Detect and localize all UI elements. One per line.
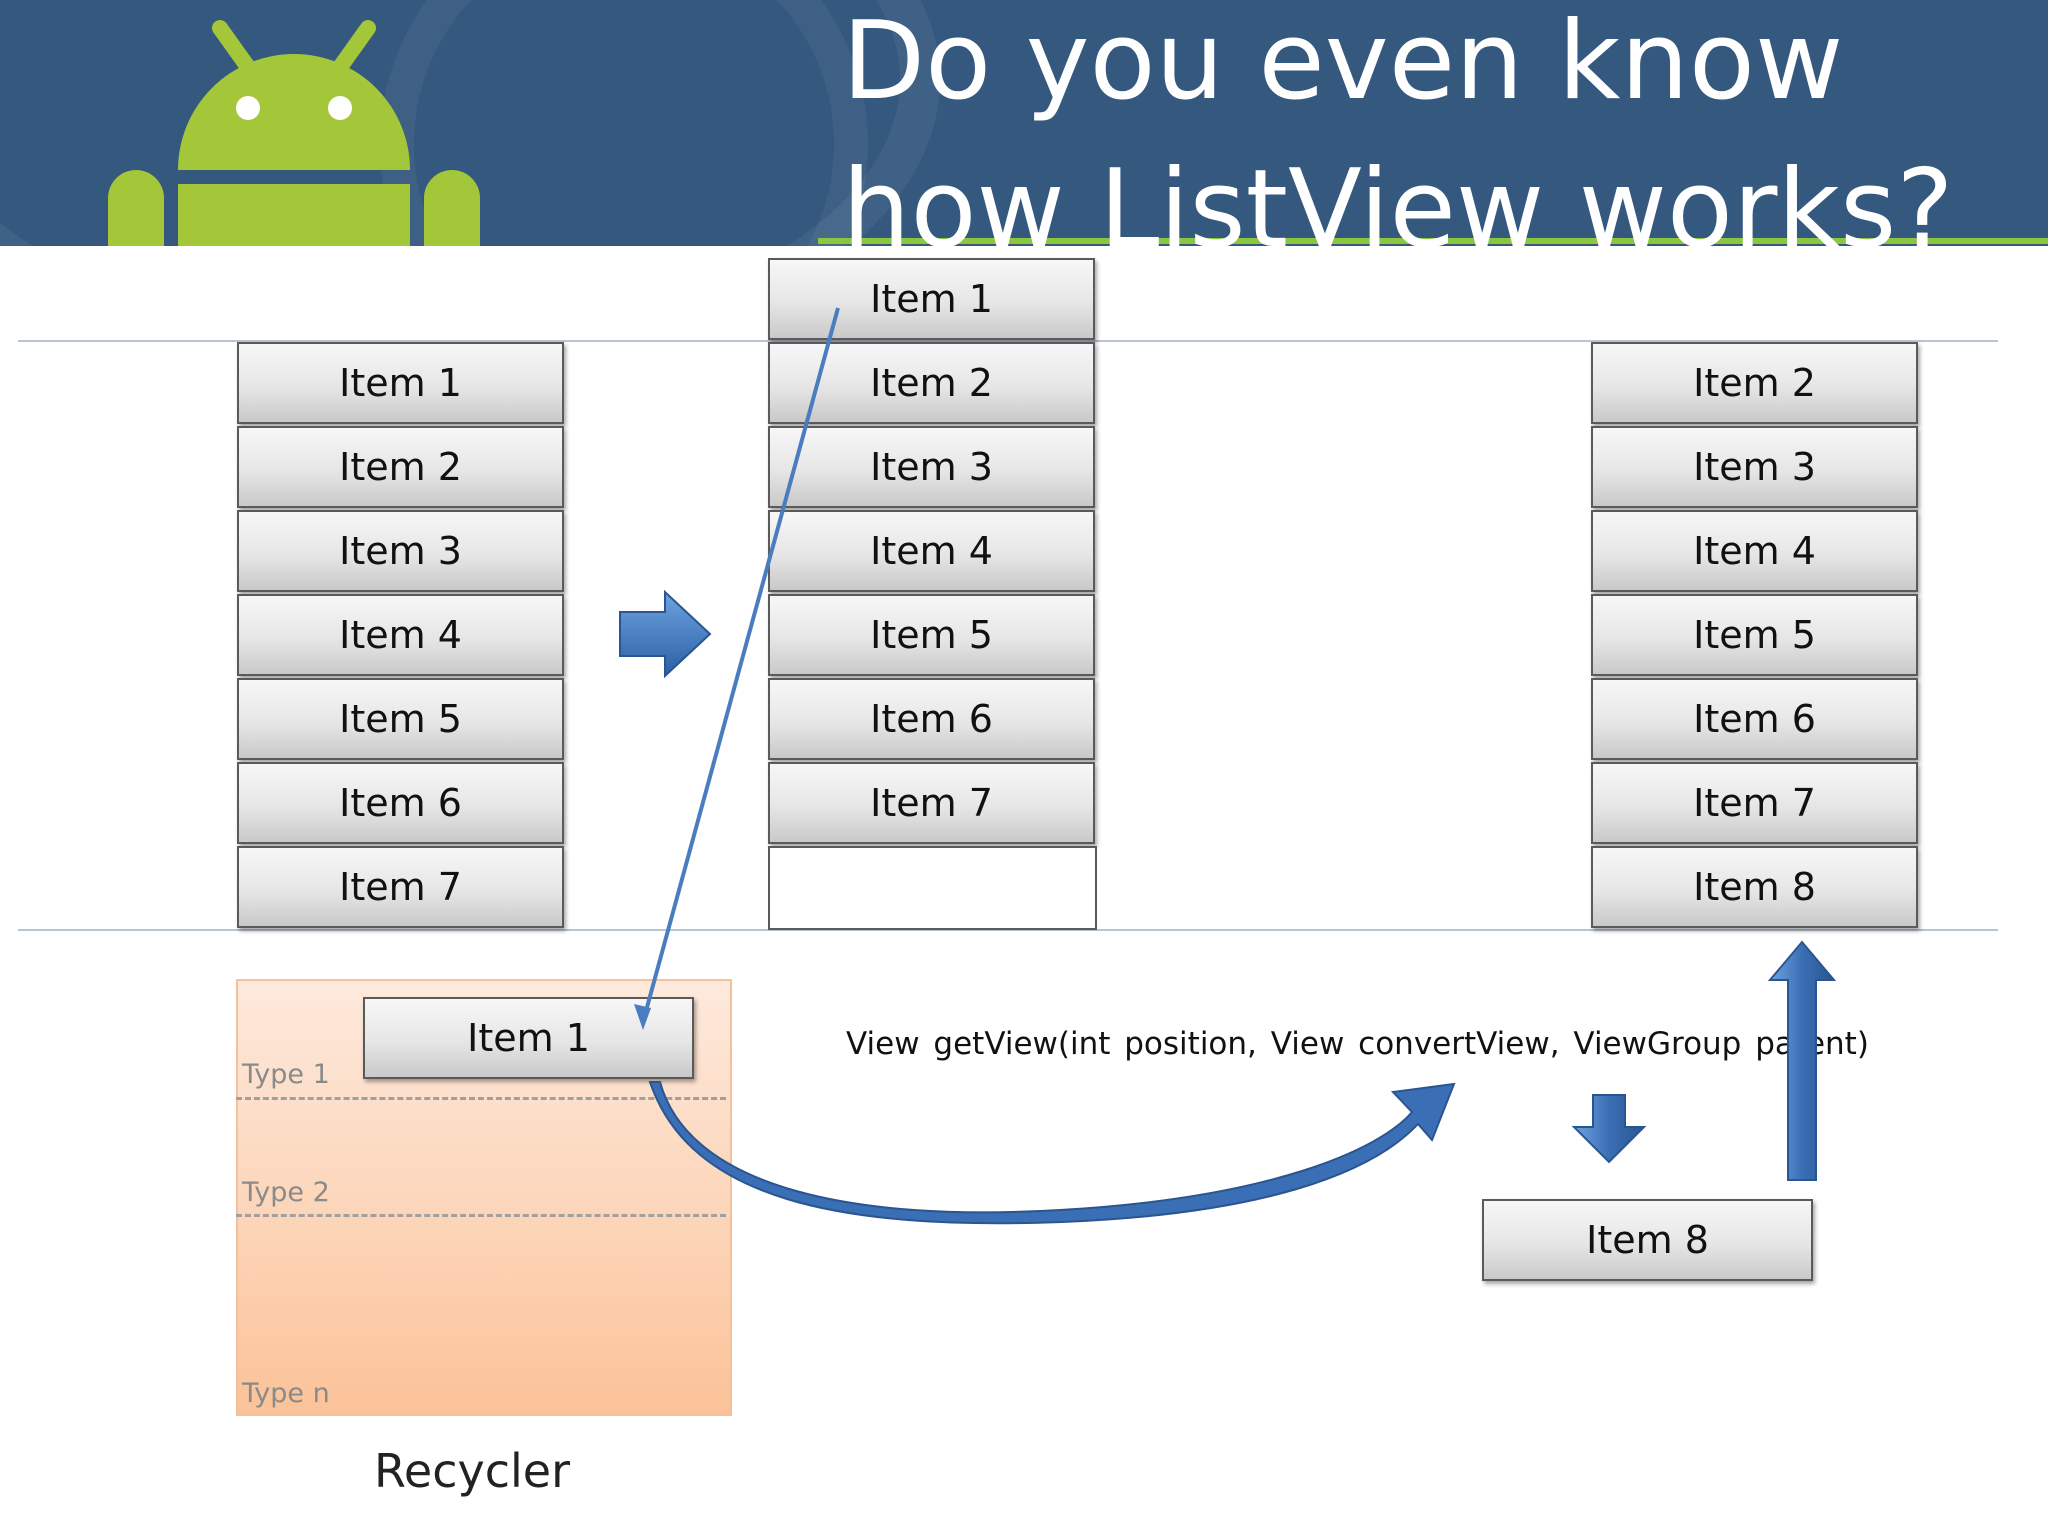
- right-list-item: Item 6: [1591, 678, 1918, 760]
- recycle-line-arrowhead-icon: [634, 1004, 651, 1030]
- middle-list-item: Item 7: [768, 762, 1095, 844]
- left-list-item: Item 4: [237, 594, 564, 676]
- left-list-item: Item 2: [237, 426, 564, 508]
- left-list-item: Item 6: [237, 762, 564, 844]
- type-divider: [236, 1097, 726, 1100]
- type-label: Type 1: [242, 1059, 330, 1090]
- right-list-item: Item 5: [1591, 594, 1918, 676]
- viewport-bottom-line: [18, 929, 1998, 931]
- type-label: Type 2: [242, 1177, 330, 1208]
- middle-list-item: Item 5: [768, 594, 1095, 676]
- right-list-item: Item 8: [1591, 846, 1918, 928]
- getview-signature: View getView(int position, View convertV…: [846, 1026, 1869, 1062]
- insert-up-arrow-icon: [1767, 940, 1837, 1181]
- empty-list-slot: [768, 846, 1097, 930]
- recycler-label: Recycler: [374, 1444, 570, 1498]
- right-list-item: Item 4: [1591, 510, 1918, 592]
- type-divider: [236, 1214, 726, 1217]
- android-logo-icon: [108, 20, 480, 246]
- getview-down-arrow-icon: [1571, 1094, 1647, 1164]
- left-list-item: Item 7: [237, 846, 564, 928]
- viewport-top-line: [18, 340, 1998, 342]
- recycle-line-icon: [641, 307, 840, 1023]
- new-item-8: Item 8: [1482, 1199, 1813, 1281]
- middle-list-item: Item 4: [768, 510, 1095, 592]
- middle-list-item: Item 1: [768, 258, 1095, 340]
- scroll-right-arrow-icon: [619, 589, 712, 679]
- middle-list-item: Item 6: [768, 678, 1095, 760]
- middle-list-item: Item 2: [768, 342, 1095, 424]
- middle-list-item: Item 3: [768, 426, 1095, 508]
- type-label: Type n: [242, 1378, 330, 1409]
- left-list-item: Item 3: [237, 510, 564, 592]
- right-list-item: Item 7: [1591, 762, 1918, 844]
- convertview-curve-arrow-icon: [648, 1081, 1456, 1225]
- left-list-item: Item 5: [237, 678, 564, 760]
- left-list-item: Item 1: [237, 342, 564, 424]
- right-list-item: Item 2: [1591, 342, 1918, 424]
- right-list-item: Item 3: [1591, 426, 1918, 508]
- banner-accent-line: [818, 238, 2048, 244]
- slide-title: Do you even know how ListView works?: [842, 0, 1954, 272]
